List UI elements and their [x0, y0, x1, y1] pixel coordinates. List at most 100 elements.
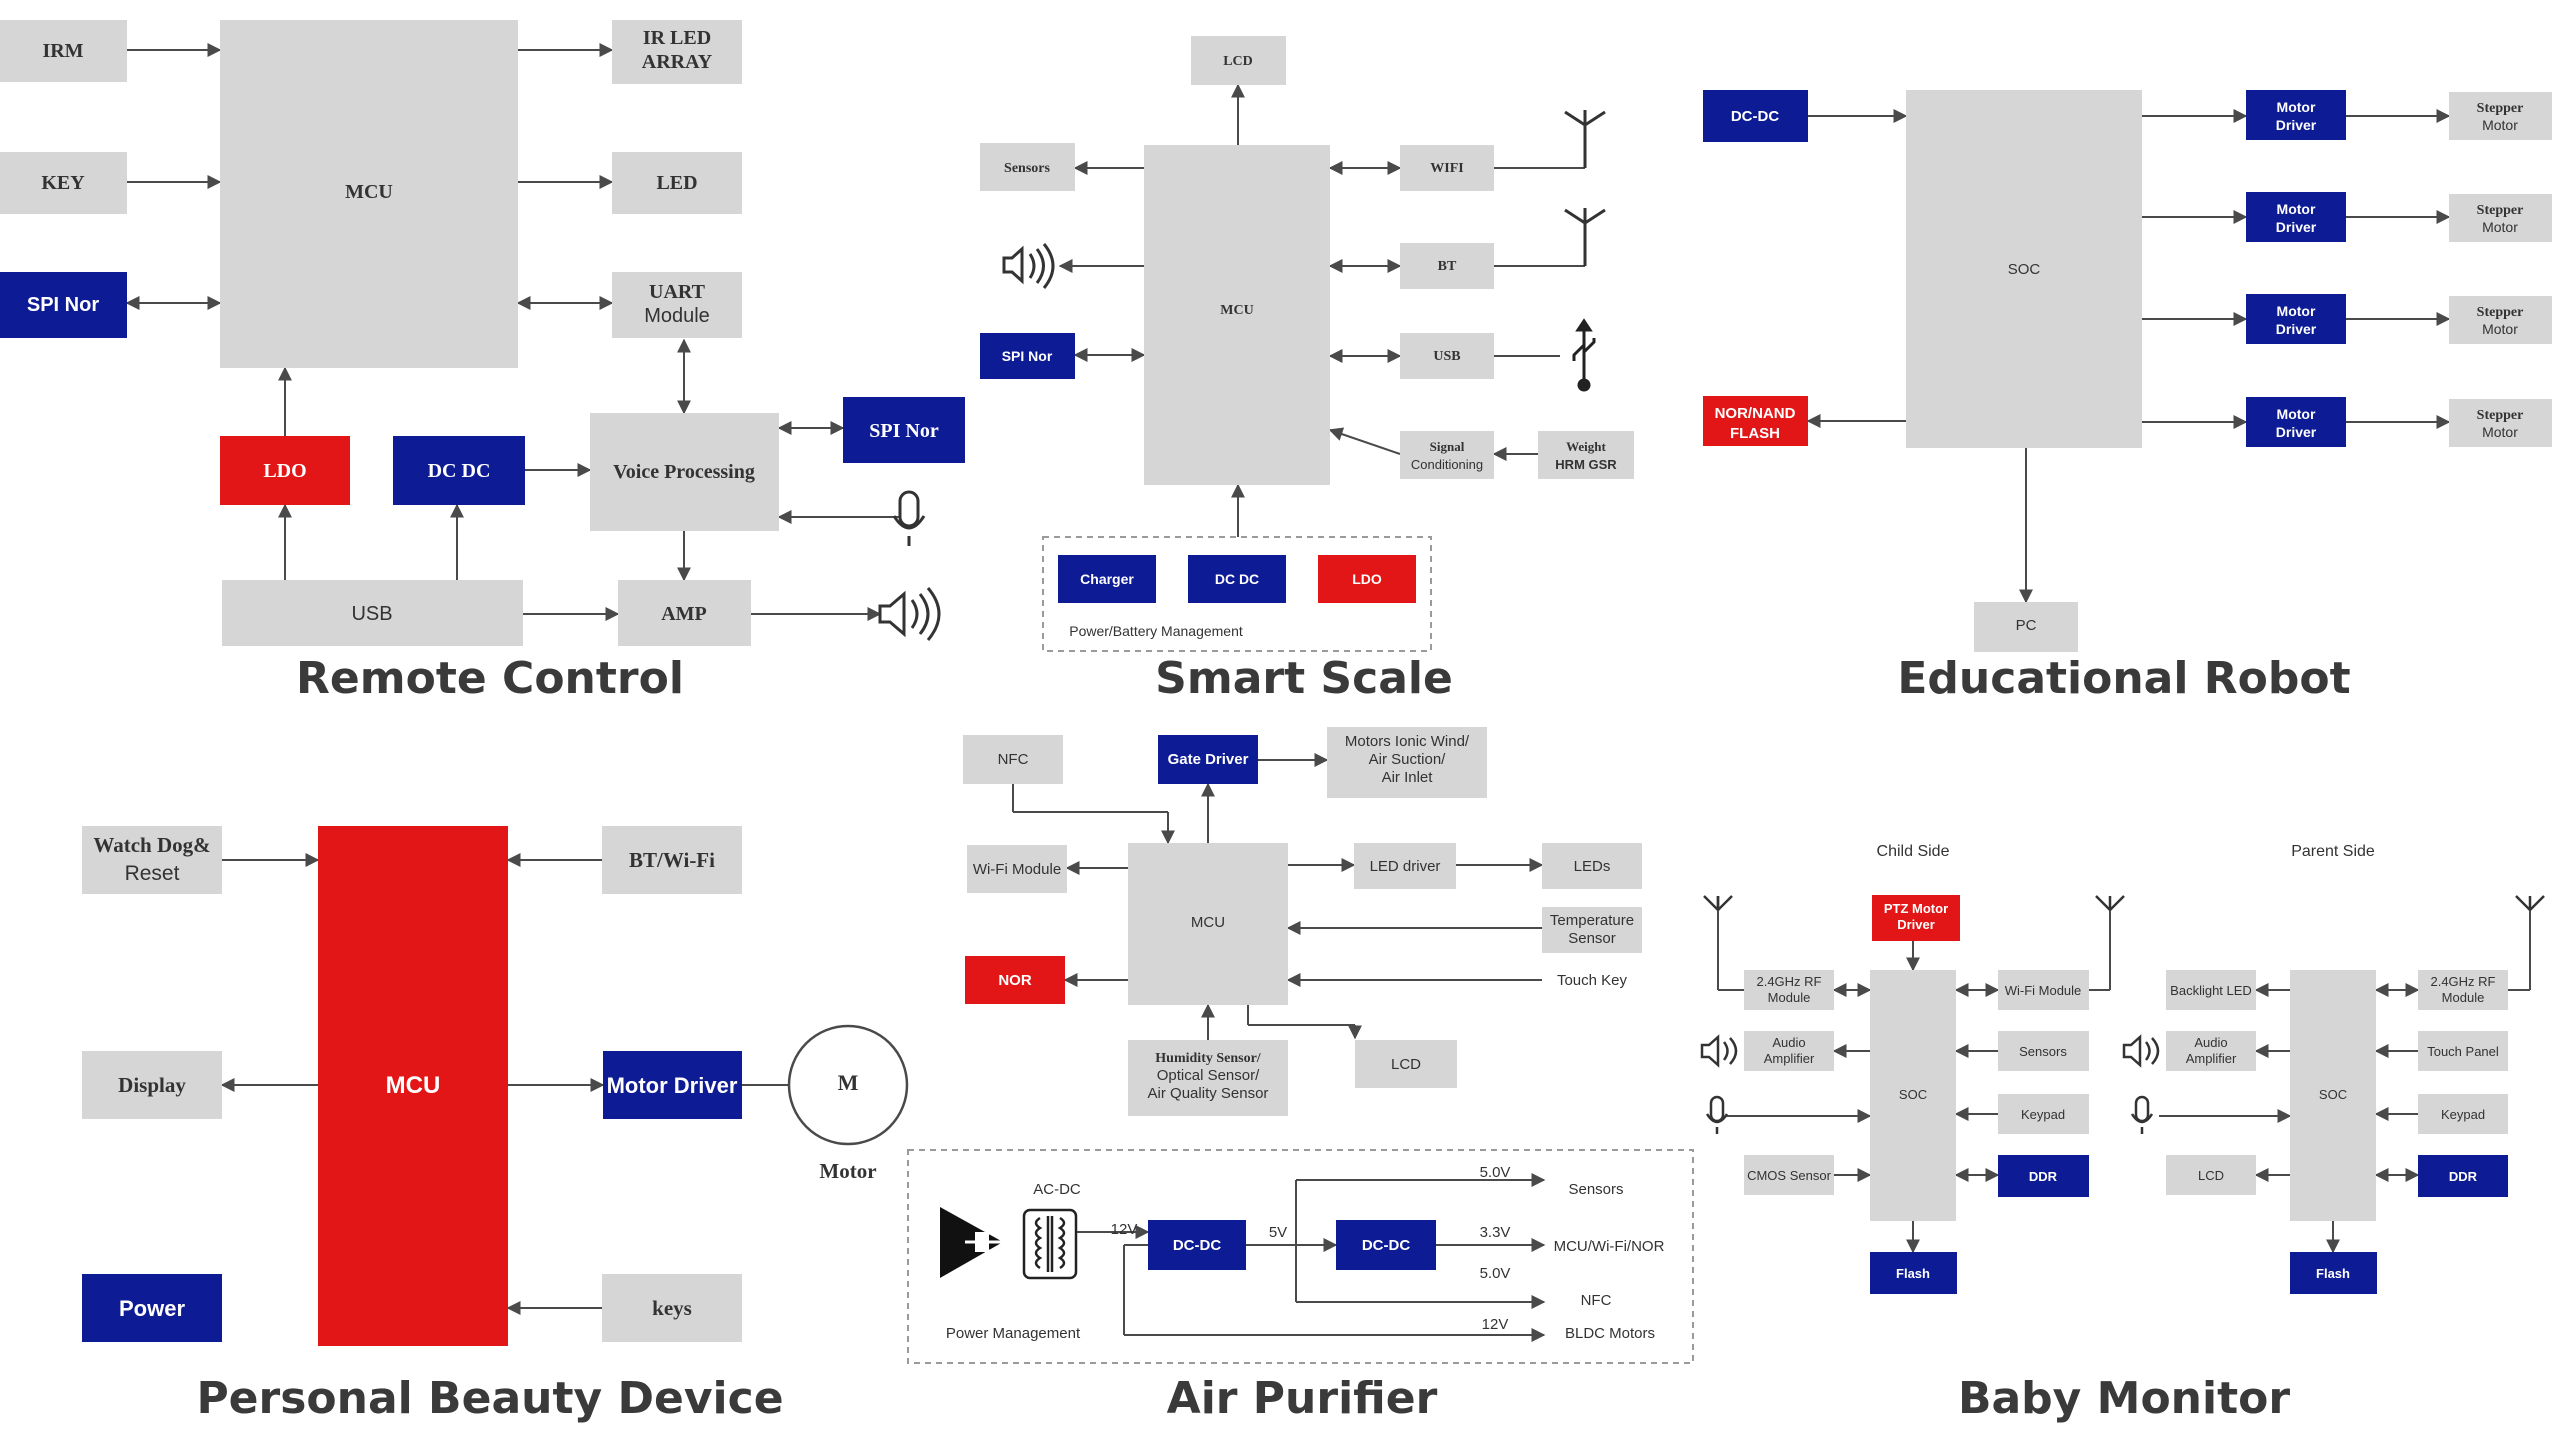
speaker-icon	[1700, 1034, 2160, 1068]
antenna-icon	[1564, 110, 1606, 168]
antenna-icon	[1703, 895, 2545, 911]
watchdog-label: Watch Dog&	[93, 833, 210, 857]
power-label: Power	[119, 1296, 185, 1321]
usb-label: USB	[1433, 349, 1460, 364]
keypad-label: Keypad	[2441, 1107, 2485, 1122]
touch-panel-label: Touch Panel	[2427, 1044, 2499, 1059]
motor-driver-label: Motor	[2277, 201, 2316, 217]
watchdog-label-2: Reset	[125, 862, 180, 885]
soc-label: SOC	[2319, 1087, 2347, 1102]
humidity-sensor-label-2: Optical Sensor/	[1157, 1067, 1260, 1084]
sensors-label: Sensors	[2019, 1044, 2067, 1059]
dcdc-2-label: DC-DC	[1362, 1237, 1410, 1254]
personal-beauty-title: Personal Beauty Device	[196, 1373, 783, 1424]
irm-label: IRM	[42, 40, 83, 62]
audio-amplifier-label-2: Amplifier	[2186, 1051, 2237, 1066]
bt-label: BT	[1438, 259, 1457, 274]
flash-label: Flash	[2316, 1266, 2350, 1281]
motor-driver-label: Motor	[2277, 99, 2316, 115]
educational-robot-blocks	[1703, 90, 2552, 652]
ir-led-array-label: IR LED	[643, 27, 711, 49]
remote-control-title: Remote Control	[296, 653, 684, 704]
out-sensors-label: Sensors	[1568, 1181, 1623, 1198]
air-purifier-diagram	[907, 753, 1694, 1364]
audio-amplifier-label-2: Amplifier	[1764, 1051, 1815, 1066]
charger-label: Charger	[1080, 571, 1134, 587]
educational-robot-diagram	[1806, 109, 2451, 604]
motor-driver-label-2: Driver	[2276, 117, 2317, 133]
wifi-module-label: Wi-Fi Module	[2005, 983, 2082, 998]
flash-label-2: FLASH	[1730, 425, 1780, 442]
signal-conditioning-label: Signal	[1430, 439, 1465, 454]
12v-label: 12V	[1111, 1221, 1138, 1238]
out-12v-label: 12V	[1482, 1316, 1509, 1333]
baby-monitor-labels: Child Side Parent Side PTZ Motor Driver …	[1747, 843, 2499, 1424]
led-label: LED	[656, 172, 697, 194]
display-label: Display	[118, 1073, 186, 1097]
antenna-icon	[1564, 208, 1606, 266]
baby-monitor-blocks	[1744, 895, 2508, 1294]
microphone-icon	[1705, 1095, 2154, 1134]
acdc-label: AC-DC	[1033, 1181, 1081, 1198]
uart-label: UART	[649, 281, 706, 303]
amp-label: AMP	[661, 603, 707, 625]
ddr-label: DDR	[2029, 1169, 2058, 1184]
transformer-icon	[1022, 1208, 1078, 1280]
out-bldc-label: BLDC Motors	[1565, 1325, 1655, 1342]
remote-control-blocks	[0, 20, 965, 646]
motors-label-3: Air Inlet	[1382, 769, 1434, 786]
stepper-motor-label: Stepper	[2477, 203, 2524, 218]
stepper-motor-label-2: Motor	[2482, 117, 2518, 133]
baby-monitor-title: Baby Monitor	[1958, 1373, 2290, 1424]
sensors-label: Sensors	[1004, 161, 1050, 176]
stepper-motor-label-2: Motor	[2482, 219, 2518, 235]
rf-module-label-2: Module	[2442, 990, 2485, 1005]
mcu-label: MCU	[1220, 303, 1253, 318]
weight-label-2: HRM GSR	[1555, 457, 1617, 472]
flash-label: NOR/NAND	[1715, 405, 1796, 422]
out-nfc-label: NFC	[1581, 1292, 1612, 1309]
motor-driver-label-2: Driver	[2276, 424, 2317, 440]
dcdc-label: DC DC	[428, 460, 491, 482]
air-purifier-blocks	[963, 727, 1642, 1270]
wifi-label: WIFI	[1430, 161, 1463, 176]
soc-label: SOC	[1899, 1087, 1927, 1102]
keypad-label: Keypad	[2021, 1107, 2065, 1122]
power-management-label: Power Management	[946, 1325, 1081, 1342]
rf-module-label-2: Module	[1768, 990, 1811, 1005]
5v-label: 5V	[1269, 1224, 1287, 1241]
lcd-label: LCD	[1223, 54, 1253, 69]
motors-label: Motors Ionic Wind/	[1345, 733, 1470, 750]
personal-beauty-blocks	[82, 826, 742, 1346]
remote-control-diagram	[125, 43, 900, 621]
uart-label-2: Module	[644, 305, 710, 327]
motor-driver-label: Motor	[2277, 303, 2316, 319]
ptz-driver-label-2: Driver	[1897, 917, 1935, 932]
out-33v-label: 3.3V	[1480, 1224, 1511, 1241]
ptz-driver-label: PTZ Motor	[1884, 901, 1948, 916]
microphone-icon	[892, 490, 926, 546]
air-purifier-title: Air Purifier	[1167, 1373, 1438, 1424]
cmos-sensor-label: CMOS Sensor	[1747, 1168, 1831, 1183]
baby-monitor-child-wires	[1717, 896, 2531, 1254]
power-battery-label: Power/Battery Management	[1069, 623, 1243, 639]
mcu-label: MCU	[386, 1072, 441, 1099]
touch-key-label: Touch Key	[1557, 972, 1628, 989]
spi-nor-label: SPI Nor	[27, 294, 99, 316]
remote-control-labels: IRM KEY SPI Nor MCU IR LED ARRAY LED UAR…	[27, 27, 939, 704]
rf-module-label: 2.4GHz RF	[1756, 974, 1821, 989]
key-label: KEY	[41, 172, 85, 194]
dcdc-label: DC-DC	[1731, 108, 1779, 125]
voice-processing-label: Voice Processing	[613, 461, 755, 483]
lcd-label: LCD	[2198, 1168, 2224, 1183]
dcdc-1-label: DC-DC	[1173, 1237, 1221, 1254]
spi-nor-2-label: SPI Nor	[869, 420, 939, 442]
motor-driver-label: Motor Driver	[607, 1073, 738, 1098]
bt-wifi-label: BT/Wi-Fi	[629, 848, 715, 872]
keys-label: keys	[652, 1296, 692, 1320]
temperature-sensor-label-2: Sensor	[1568, 930, 1616, 947]
soc-label: SOC	[2008, 261, 2041, 278]
audio-amplifier-label: Audio	[2194, 1035, 2227, 1050]
weight-label: Weight	[1566, 439, 1606, 454]
ldo-label: LDO	[1352, 571, 1382, 587]
